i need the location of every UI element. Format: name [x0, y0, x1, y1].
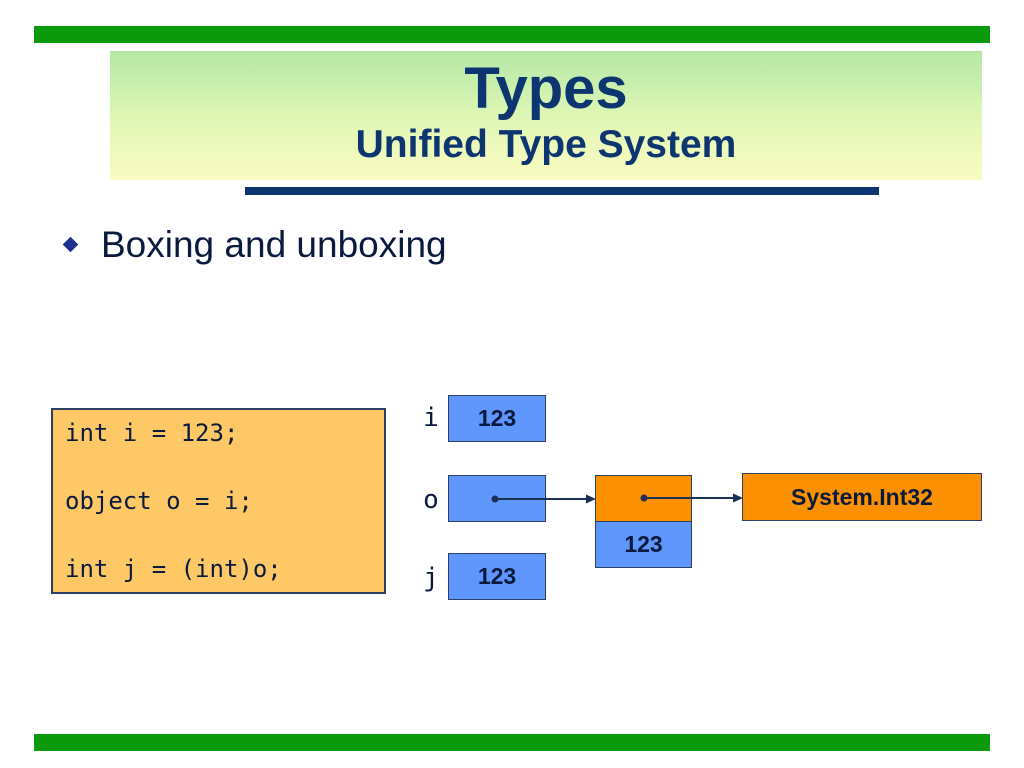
- title-banner: Types Unified Type System: [110, 51, 982, 180]
- var-label-i: i: [423, 403, 439, 433]
- title-underline: [245, 187, 879, 195]
- type-info-box: System.Int32: [742, 473, 982, 521]
- stack-cell-j: 123: [448, 553, 546, 600]
- heap-object-value: 123: [595, 521, 692, 568]
- slide-title: Types: [464, 56, 628, 121]
- code-line-declare-i: int i = 123;: [65, 419, 239, 447]
- code-block: int i = 123; object o = i; int j = (int)…: [51, 408, 386, 594]
- var-label-o: o: [423, 485, 439, 515]
- pointer-head-o: [586, 494, 596, 504]
- bottom-accent-bar: [34, 734, 990, 751]
- pointer-head-header: [733, 493, 743, 503]
- code-line-box-o: object o = i;: [65, 487, 253, 515]
- bullet-text: Boxing and unboxing: [101, 224, 447, 265]
- arrow-right-icon: [640, 493, 743, 503]
- code-line-unbox-j: int j = (int)o;: [65, 555, 282, 583]
- slide-subtitle: Unified Type System: [355, 123, 737, 166]
- var-label-j: j: [423, 563, 439, 593]
- stack-cell-i: 123: [448, 395, 546, 442]
- top-accent-bar: [34, 26, 990, 43]
- arrow-right-icon: [491, 494, 596, 504]
